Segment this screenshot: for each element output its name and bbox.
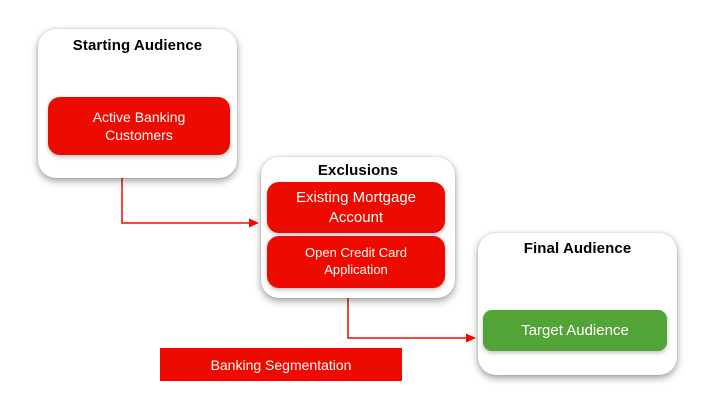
exclusions-title: Exclusions [317, 162, 399, 179]
pill-active-banking-customers-label: Active Banking Customers [92, 108, 186, 143]
pill-open-credit-card-application-label: Open Credit Card Application [305, 245, 407, 277]
starting-audience-title: Starting Audience [72, 37, 203, 54]
exclusions-card: Exclusions Existing Mortgage Account Ope… [261, 157, 455, 298]
pill-existing-mortgage-account-label: Existing Mortgage Account [295, 189, 417, 226]
banking-segmentation-label-text: Banking Segmentation [210, 356, 352, 373]
pill-open-credit-card-application: Open Credit Card Application [267, 236, 445, 288]
final-audience-card: Final Audience Target Audience [478, 233, 677, 375]
pill-existing-mortgage-account: Existing Mortgage Account [267, 182, 445, 233]
banking-segmentation-label: Banking Segmentation [160, 348, 402, 381]
arrow-starting-to-exclusions [121, 178, 259, 228]
pill-target-audience: Target Audience [483, 310, 667, 351]
starting-audience-card: Starting Audience Active Banking Custome… [38, 29, 237, 178]
pill-active-banking-customers: Active Banking Customers [48, 97, 230, 155]
final-audience-title: Final Audience [523, 240, 632, 257]
arrow-exclusions-to-final [347, 298, 476, 343]
pill-target-audience-label: Target Audience [521, 321, 629, 339]
